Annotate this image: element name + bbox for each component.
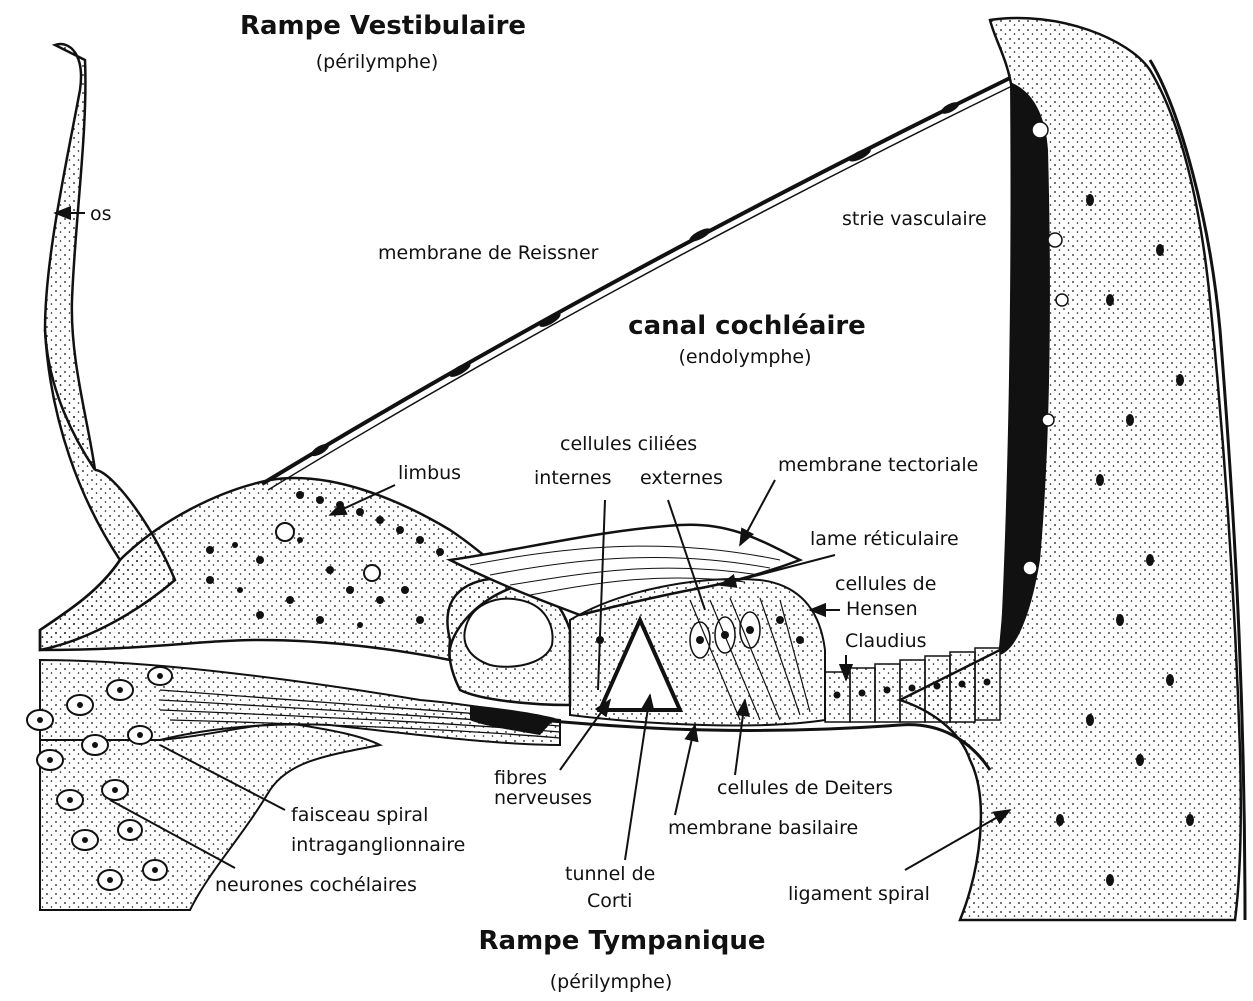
reissner-membrane — [262, 78, 1010, 484]
label-cellules-de-hensen-line1: cellules de — [835, 572, 936, 596]
label-ligament-spiral: ligament spiral — [788, 882, 930, 906]
label-claudius: Claudius — [845, 629, 927, 653]
label-membrane-basilaire: membrane basilaire — [668, 816, 858, 840]
reissner-membrane-inner — [268, 86, 1012, 490]
label-faisceau-spiral-line2: intraganglionnaire — [291, 833, 465, 857]
label-cellules-ciliees: cellules ciliées — [560, 432, 697, 456]
subtitle-perilymphe-top: (périlymphe) — [316, 50, 439, 74]
label-externes: externes — [640, 466, 723, 490]
label-fibres-nerveuses-line2: nerveuses — [494, 786, 592, 810]
label-limbus: limbus — [398, 461, 461, 485]
label-tunnel-de-corti-line1: tunnel de — [565, 862, 655, 886]
label-faisceau-spiral-line1: faisceau spiral — [291, 803, 428, 827]
leader-basilaire — [675, 725, 695, 815]
title-canal-cochleaire: canal cochléaire — [628, 310, 866, 342]
label-cellules-de-hensen-line2: Hensen — [846, 597, 918, 621]
label-cellules-de-deiters: cellules de Deiters — [717, 776, 893, 800]
basilar-membrane — [540, 720, 990, 770]
title-rampe-tympanique: Rampe Tympanique — [479, 925, 766, 957]
title-rampe-vestibulaire: Rampe Vestibulaire — [240, 10, 526, 42]
inner-sulcus-lumen — [464, 599, 552, 667]
label-tunnel-de-corti-line2: Corti — [587, 889, 632, 913]
limbus-vessel-2 — [364, 565, 380, 581]
limbus-vessel-1 — [276, 523, 294, 541]
subtitle-endolymphe: (endolymphe) — [678, 345, 811, 369]
label-strie-vasculaire: strie vasculaire — [842, 207, 987, 231]
label-os: os — [90, 202, 112, 226]
label-internes: internes — [534, 466, 612, 490]
label-membrane-tectoriale: membrane tectoriale — [778, 453, 978, 477]
label-lame-reticulaire: lame réticulaire — [810, 527, 959, 551]
label-membrane-reissner: membrane de Reissner — [378, 241, 598, 265]
leader-tectoriale — [740, 480, 775, 545]
label-neurones-cochleaires: neurones cochélaires — [215, 873, 417, 897]
subtitle-perilymphe-bottom: (périlymphe) — [550, 970, 673, 994]
